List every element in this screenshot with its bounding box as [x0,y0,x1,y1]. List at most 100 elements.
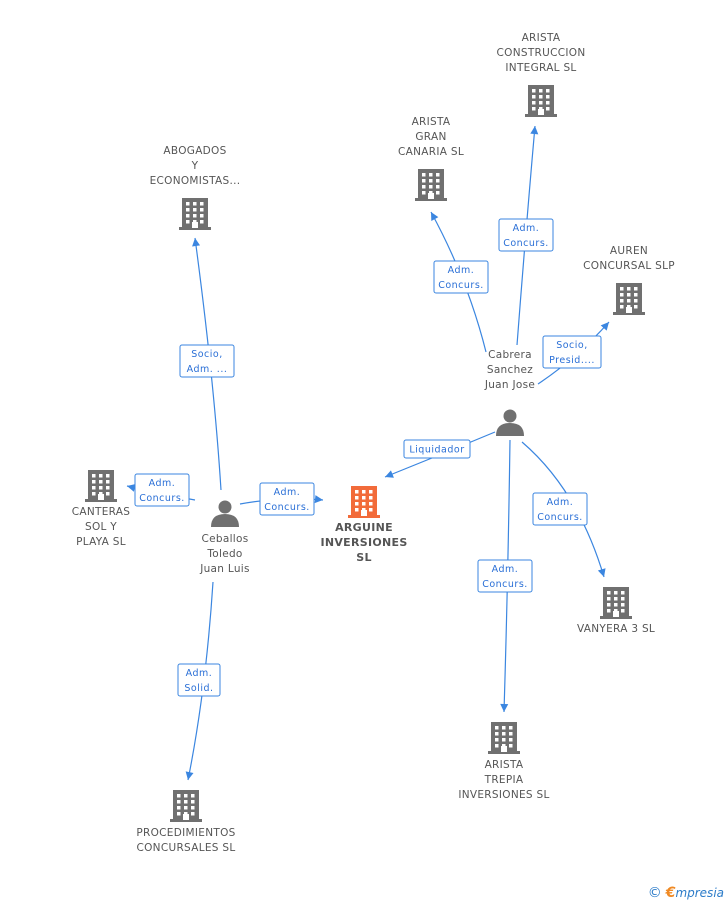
node-label: GRAN [415,131,446,143]
edge-arrowhead [127,483,136,492]
edge-label-e2[interactable]: Adm. Concurs. [134,473,190,507]
edge-label-box [177,663,221,697]
edge-label-text: Concurs. [503,238,549,249]
company-node-procedimientos[interactable]: PROCEDIMIENTOS CONCURSALES SL [136,790,235,854]
company-node-arista_gran[interactable]: ARISTA GRAN CANARIA SL [398,116,464,201]
edge-label-box [259,482,315,516]
building-icon [179,198,211,230]
node-label: INTEGRAL SL [505,62,576,74]
main-building-icon [348,486,380,518]
empresia-logo: ©€mpresia [648,885,724,901]
edge-label-text: Adm. [149,478,176,489]
node-label: SL [356,551,372,564]
node-label: CONCURSALES SL [136,842,235,854]
building-icon [600,587,632,619]
node-label: ARISTA [412,116,451,128]
node-label: Sanchez [487,364,533,376]
node-label: Y [191,160,199,172]
edge-label-e7[interactable]: Adm. Concurs. [498,218,554,252]
node-label: Ceballos [201,533,248,545]
building-icon [415,169,447,201]
edge-label-box [498,218,554,252]
node-label: PLAYA SL [76,536,126,548]
node-label: Toledo [206,548,242,560]
copyright-symbol: © [647,885,662,901]
edge-label-e4[interactable]: Adm. Solid. [177,663,221,697]
edge-label-text: Adm. [186,668,213,679]
node-label: PROCEDIMIENTOS [136,827,235,839]
edge-label-box [403,439,471,459]
node-label: AUREN [610,245,648,257]
edge-label-e5[interactable]: Liquidador [403,439,471,459]
edge-label-box [532,492,588,526]
edge-arrowhead [314,495,323,504]
edge-label-text: Presid.... [549,355,595,366]
building-icon [525,85,557,117]
edge-label-box [134,473,190,507]
node-label: SOL Y [85,521,117,533]
company-node-vanyera[interactable]: VANYERA 3 SL [577,587,655,635]
edge-label-text: Solid. [184,683,213,694]
node-label: ECONOMISTAS... [150,175,241,187]
edge-label-text: Adm. [448,265,475,276]
company-node-abogados[interactable]: ABOGADOS Y ECONOMISTAS... [150,145,241,230]
edge-arrowhead [597,568,606,577]
edge-arrowhead [192,238,201,247]
edge-label-box [542,335,602,369]
company-node-canteras[interactable]: CANTERAS SOL Y PLAYA SL [72,470,131,548]
node-label: INVERSIONES SL [458,789,549,801]
company-node-arista_const[interactable]: ARISTA CONSTRUCCION INTEGRAL SL [497,32,586,117]
edge-label-text: Socio, [556,340,588,351]
edge-label-e9[interactable]: Adm. Concurs. [532,492,588,526]
edge-arrowhead [185,771,194,780]
edge-label-e10[interactable]: Adm. Concurs. [477,559,533,593]
edge-label-text: Concurs. [537,512,583,523]
edge-arrowhead [600,322,609,331]
brand-initial: € [665,885,676,901]
node-label: CONSTRUCCION [497,47,586,59]
building-icon [170,790,202,822]
company-node-arista_trepia[interactable]: ARISTA TREPIA INVERSIONES SL [458,722,549,801]
node-label: ARISTA [485,759,524,771]
edge-labels-layer: Socio,Adm. ...Adm.Concurs.Adm.Concurs.Ad… [134,218,602,697]
edge-arrowhead [385,470,394,478]
edge-label-e3[interactable]: Adm. Concurs. [259,482,315,516]
edge-label-text: Concurs. [482,579,528,590]
node-label: Cabrera [488,349,532,361]
edge-label-box [477,559,533,593]
edge-arrowhead [530,126,539,135]
edge-label-e6[interactable]: Adm. Concurs. [433,260,489,294]
edge-label-text: Adm. [547,497,574,508]
building-icon [85,470,117,502]
edge-label-text: Concurs. [438,280,484,291]
person-icon [211,500,239,527]
node-label: VANYERA 3 SL [577,623,655,635]
edge-label-text: Socio, [191,349,223,360]
node-label: ABOGADOS [163,145,226,157]
edge-label-text: Adm. ... [187,364,228,375]
building-icon [488,722,520,754]
edge-label-text: Concurs. [139,493,185,504]
edge-label-text: Liquidador [409,445,464,456]
node-label: CONCURSAL SLP [583,260,675,272]
node-label: CANTERAS [72,506,131,518]
edge-label-text: Concurs. [264,502,310,513]
company-node-auren[interactable]: AUREN CONCURSAL SLP [583,245,675,315]
node-label: CANARIA SL [398,146,464,158]
edge-label-e8[interactable]: Socio, Presid.... [542,335,602,369]
edge-label-box [179,344,235,378]
edge-label-e1[interactable]: Socio, Adm. ... [179,344,235,378]
node-label: TREPIA [484,774,524,786]
edge-label-text: Adm. [492,564,519,575]
node-label: ARISTA [522,32,561,44]
edge-label-box [433,260,489,294]
node-label: ARGUINE [335,521,393,534]
edge-label-text: Adm. [274,487,301,498]
edge-arrowhead [431,212,439,221]
edge-label-text: Adm. [513,223,540,234]
